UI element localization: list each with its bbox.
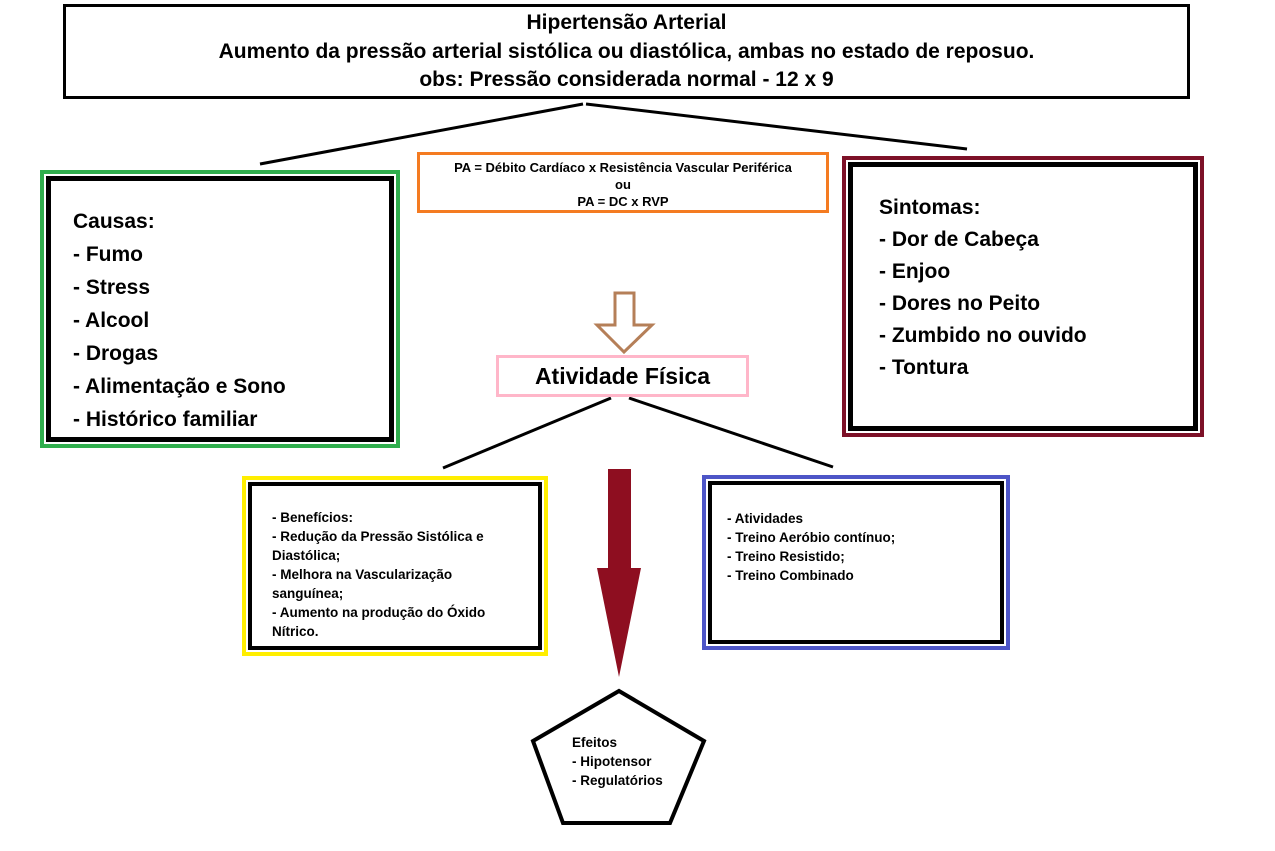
symptoms-box: Sintomas: - Dor de Cabeça - Enjoo - Dore… — [842, 156, 1204, 437]
title-box: Hipertensão Arterial Aumento da pressão … — [63, 4, 1190, 99]
list-item: - Aumento na produção do Óxido Nítrico. — [272, 605, 486, 639]
symptoms-heading: Sintomas: — [879, 196, 981, 219]
connector-activity-to-benefits — [442, 396, 612, 470]
list-item: - Atividades — [727, 511, 804, 526]
list-item: - Regulatórios — [572, 773, 663, 788]
activity-box: Atividade Física — [496, 355, 749, 397]
list-item: - Hipotensor — [572, 754, 652, 769]
list-item: - Melhora na Vascularização sanguínea; — [272, 567, 453, 601]
list-item: - Redução da Pressão Sistólica e Diastól… — [272, 529, 484, 563]
title-line-3: obs: Pressão considerada normal - 12 x 9 — [419, 67, 834, 91]
connector-activity-to-activities — [628, 396, 834, 469]
list-item: - Treino Combinado — [727, 568, 854, 583]
list-item: - Treino Aeróbio contínuo; — [727, 530, 896, 545]
list-item: - Fumo — [73, 243, 143, 266]
title-line-2: Aumento da pressão arterial sistólica ou… — [218, 39, 1035, 63]
solid-down-arrow-icon — [597, 469, 641, 677]
formula-box: PA = Débito Cardíaco x Resistência Vascu… — [417, 152, 829, 213]
effects-heading: Efeitos — [572, 735, 618, 750]
hollow-down-arrow-icon — [593, 291, 656, 355]
symptoms-box-inner: Sintomas: - Dor de Cabeça - Enjoo - Dore… — [848, 162, 1198, 431]
activity-label: Atividade Física — [534, 362, 711, 389]
causes-box: Causas: - Fumo - Stress - Alcool - Droga… — [40, 170, 400, 448]
list-item: - Benefícios: — [272, 510, 354, 525]
list-item: - Alimentação e Sono — [73, 375, 286, 398]
causes-box-inner: Causas: - Fumo - Stress - Alcool - Droga… — [46, 176, 394, 442]
benefits-box-inner: - Benefícios: - Redução da Pressão Sistó… — [248, 482, 542, 650]
activities-box-inner: - Atividades - Treino Aeróbio contínuo; … — [708, 481, 1004, 644]
list-item: - Histórico familiar — [73, 408, 258, 431]
list-item: - Stress — [73, 276, 151, 299]
list-item: - Zumbido no ouvido — [879, 324, 1087, 347]
list-item: - Dor de Cabeça — [879, 228, 1039, 251]
list-item: - Treino Resistido; — [727, 549, 845, 564]
list-item: - Dores no Peito — [879, 292, 1041, 315]
list-item: - Drogas — [73, 342, 159, 365]
effects-pentagon-shape — [530, 688, 707, 825]
effects-pentagon-label: Efeitos - Hipotensor - Regulatórios — [572, 733, 663, 790]
connector-title-to-causes — [259, 102, 584, 166]
list-item: - Alcool — [73, 309, 150, 332]
list-item: - Tontura — [879, 356, 969, 379]
formula-line-3: PA = DC x RVP — [577, 194, 669, 209]
activities-box: - Atividades - Treino Aeróbio contínuo; … — [702, 475, 1010, 650]
connector-title-to-symptoms — [585, 102, 968, 151]
causes-heading: Causas: — [73, 210, 155, 233]
list-item: - Enjoo — [879, 260, 951, 283]
title-line-1: Hipertensão Arterial — [526, 11, 727, 35]
formula-line-2: ou — [615, 177, 631, 192]
formula-line-1: PA = Débito Cardíaco x Resistência Vascu… — [454, 160, 792, 175]
benefits-box: - Benefícios: - Redução da Pressão Sistó… — [242, 476, 548, 656]
